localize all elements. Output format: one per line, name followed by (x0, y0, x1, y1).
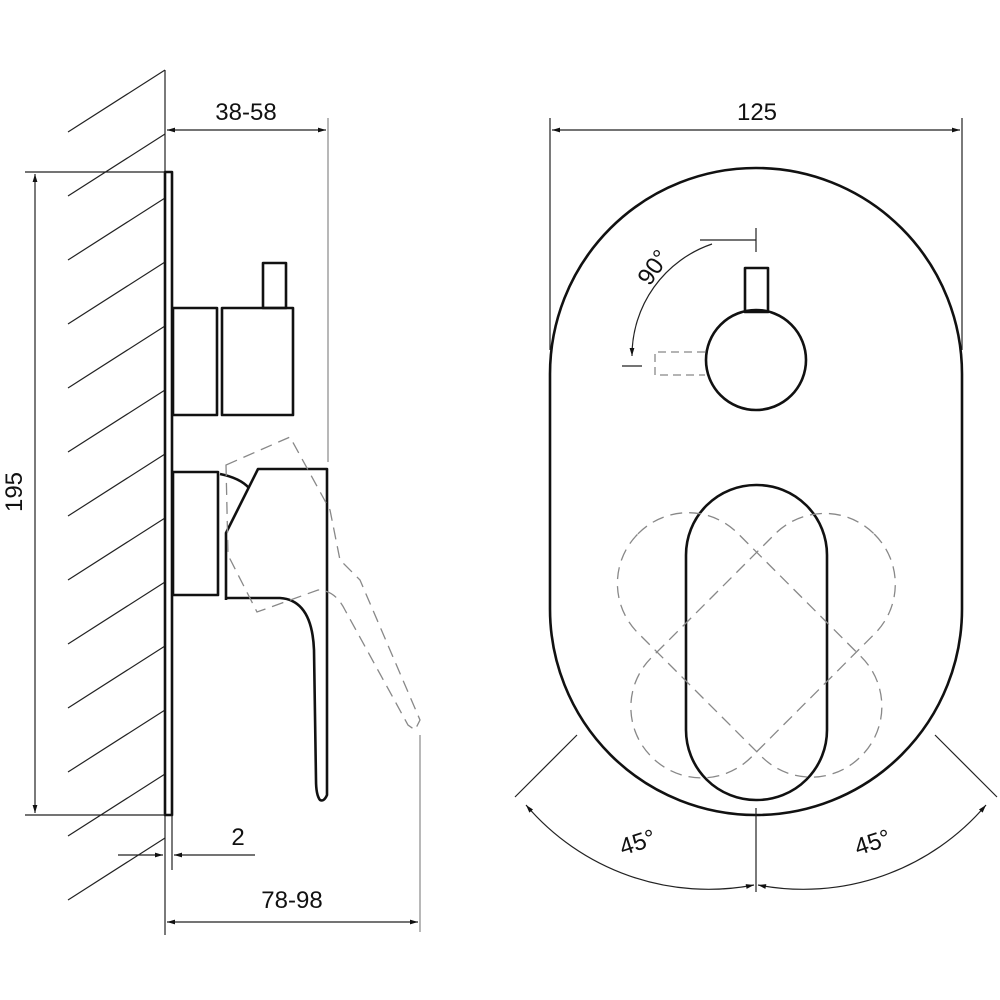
height-label: 195 (1, 472, 28, 512)
lever-angle-dimension: 45° 45° (514, 734, 998, 892)
projection-dimension: 38-58 (167, 99, 329, 462)
plate-thickness-dimension: 2 (118, 815, 255, 870)
diverter-knob-front (654, 266, 808, 412)
hatch-line (67, 453, 166, 517)
total-depth-dimension: 78-98 (167, 887, 418, 925)
hatch-line (67, 773, 166, 837)
hatch-line (67, 837, 166, 901)
diverter-body-side (171, 261, 295, 417)
width-label: 125 (737, 99, 777, 126)
lever-handle-side (171, 436, 421, 932)
cover-plate (163, 170, 174, 817)
hatch-line (67, 69, 166, 133)
hatch-line (67, 581, 166, 645)
plate-thickness-label: 2 (231, 824, 244, 851)
hatch-line (67, 133, 166, 197)
height-dimension: 195 (1, 171, 165, 816)
hatch-line (67, 325, 166, 389)
wall-hatching (67, 69, 166, 901)
diverter-rotation-label: 90° (632, 245, 675, 290)
front-view: 125 90° 45° 45° (514, 99, 998, 892)
lever-front (616, 483, 896, 802)
lever-right-angle-label: 45° (851, 824, 894, 861)
lever-left-angle-label: 45° (616, 824, 659, 861)
diverter-rotation-dimension: 90° (622, 228, 757, 367)
side-view: 195 38-58 2 (1, 69, 421, 935)
projection-label: 38-58 (215, 99, 276, 126)
hatch-line (67, 517, 166, 581)
cover-plate-front (548, 166, 964, 817)
hatch-line (67, 261, 166, 325)
width-dimension: 125 (549, 99, 963, 350)
total-depth-label: 78-98 (261, 887, 322, 914)
hatch-line (67, 709, 166, 773)
hatch-line (67, 645, 166, 709)
hatch-line (67, 197, 166, 261)
hatch-line (67, 389, 166, 453)
